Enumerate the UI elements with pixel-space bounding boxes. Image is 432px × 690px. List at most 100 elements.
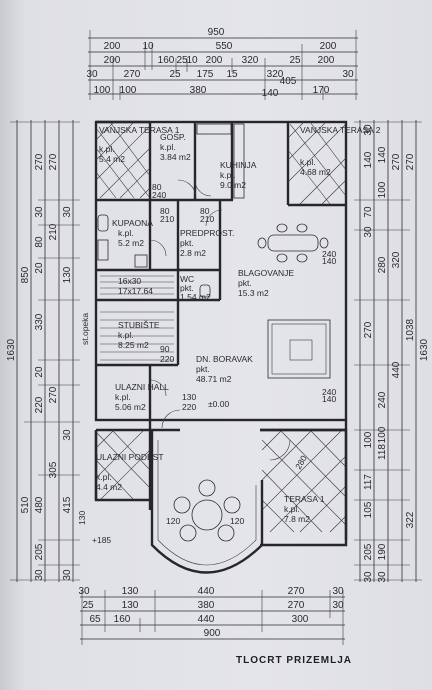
stair-treads	[100, 275, 174, 361]
dim-top-r6-1: 100	[94, 85, 111, 96]
dim-right-i3: 440	[391, 361, 402, 378]
door-swings	[149, 179, 291, 461]
dim-left-i6: 20	[34, 366, 45, 378]
dim-right-j8: 30	[363, 571, 374, 583]
dim-note-90: 90	[160, 344, 170, 354]
dim-top-r3-7: 25	[289, 55, 301, 66]
dim-top-r2-1: 200	[104, 41, 121, 52]
entry-landing-outline	[94, 430, 150, 502]
dim-top-r4-4: 175	[197, 69, 214, 80]
dim-bot-r2-5: 30	[332, 600, 344, 611]
dim-right-j7: 205	[363, 543, 374, 560]
dim-right-j5: 240	[377, 391, 388, 408]
dim-right-e7: 100	[377, 426, 388, 443]
dim-top-r4-7: 30	[342, 69, 354, 80]
stair-note-2: 17x17.64	[118, 286, 153, 296]
room-name-kupaona: KUPAONA	[112, 218, 153, 228]
room-area-label: k.pl.	[160, 142, 176, 152]
dim-note-80: 80	[160, 206, 170, 216]
dim-left-i9: 480	[34, 496, 45, 513]
dim-right-1038: 1038	[405, 318, 416, 341]
dim-note-80c: 80	[152, 182, 162, 192]
dining-table	[257, 223, 329, 263]
room-area-label: pkt.	[238, 278, 252, 288]
dim-top-r4-3: 25	[169, 69, 181, 80]
dim-right-e1: 30	[363, 124, 374, 136]
dim-note-220: 220	[182, 402, 196, 412]
dim-top-r6-4: 140	[262, 88, 279, 99]
left-dimension-chains: 1630 850 510 270 30 80 20 330 20 220 305…	[6, 120, 80, 582]
room-area-value: 5.2 m2	[118, 238, 144, 248]
dim-bot-900: 900	[204, 628, 221, 639]
room-area-label: pkt.	[180, 238, 194, 248]
dim-bot-r3-2: 160	[114, 614, 131, 625]
room-name-gosp: GOSP.	[160, 132, 186, 142]
dim-left-i3: 80	[34, 236, 45, 248]
dim-right-e3: 70	[363, 206, 374, 218]
dim-top-r3-8: 200	[318, 55, 335, 66]
dim-top-r3-3: 25	[176, 55, 188, 66]
dim-right-j1: 140	[377, 146, 388, 163]
dim-right-322: 322	[405, 511, 416, 528]
dim-note-280: 280	[293, 453, 309, 471]
dim-right-e5: 117	[363, 474, 374, 490]
dim-right-1630: 1630	[419, 338, 430, 361]
dim-bot-r2-3: 380	[198, 600, 215, 611]
dim-top-r3-2: 160	[158, 55, 175, 66]
level-185: +185	[92, 535, 111, 545]
room-area-value: 15.3 m2	[238, 288, 269, 298]
room-area-label: k.pl.	[220, 170, 236, 180]
room-name-vanjska-terasa-1: VANJSKA TERASA 1	[99, 125, 180, 135]
dim-left-j3: 210	[48, 223, 59, 240]
dim-bot-r3-4: 300	[292, 614, 309, 625]
room-area-label: k.pl.	[115, 392, 131, 402]
dim-right-e2: 140	[363, 151, 374, 168]
dim-left-i8: 305	[48, 461, 59, 478]
dim-bot-r1-1: 30	[78, 586, 90, 597]
dim-right-i6: 190	[377, 543, 388, 560]
dim-left-j1: 270	[48, 153, 59, 170]
room-area-label: pkt.	[196, 364, 210, 374]
dim-right-i5: 118	[377, 444, 388, 460]
room-area-label: k.pl.	[118, 228, 134, 238]
dim-left-i1: 270	[34, 153, 45, 170]
room-name-stubiste: STUBIŠTE	[118, 320, 160, 330]
dim-note-240b: 240	[322, 387, 336, 397]
dim-top-r4-2: 270	[124, 69, 141, 80]
dim-top-r3-6: 320	[242, 55, 259, 66]
stair-note: 16x30	[118, 276, 141, 286]
terrace-hatching	[95, 121, 347, 533]
dim-note-220b: 220	[160, 354, 174, 364]
dim-left-i7: 220	[34, 396, 45, 413]
room-name-vanjska-terasa-2: VANJSKA TERASA 2	[300, 125, 381, 135]
dim-left-i11: 30	[34, 569, 45, 581]
dim-left-j6: 30	[62, 429, 73, 441]
dim-right-j4: 270	[363, 321, 374, 338]
dim-left-510: 510	[20, 496, 31, 513]
dim-bot-r2-4: 270	[288, 600, 305, 611]
room-labels: VANJSKA TERASA 1 k.pl. 5.4 m2 GOSP. k.pl…	[96, 125, 381, 524]
drawing-title: TLOCRT PRIZEMLJA	[236, 655, 352, 666]
room-area-value: 2.8 m2	[180, 248, 206, 258]
dim-note-210b: 210	[200, 214, 214, 224]
dim-top-r2-2: 10	[142, 41, 154, 52]
dim-top-r2-3: 550	[216, 41, 233, 52]
dim-bot-r3-3: 440	[198, 614, 215, 625]
room-area-value: 7.8 m2	[284, 514, 310, 524]
dim-right-j2: 100	[377, 181, 388, 198]
room-area-value: 8.25 m2	[118, 340, 149, 350]
dim-note-120: 120	[166, 516, 180, 526]
bottom-dimension-chains: 30 130 440 270 30 25 130 380 270 30 65 1…	[78, 586, 345, 645]
dim-right-j6: 100	[363, 431, 374, 448]
room-name-dn-boravak: DN. BORAVAK	[196, 354, 253, 364]
dim-top-r3-1: 200	[104, 55, 121, 66]
room-area-value: 4.4 m2	[96, 482, 122, 492]
kitchen-counters	[196, 123, 245, 199]
dim-right-i4: 270	[391, 153, 402, 170]
dim-right-j3: 280	[377, 256, 388, 273]
dim-note-130: 130	[182, 392, 196, 402]
dim-top-r3-4: 10	[186, 55, 198, 66]
dim-top-r6-2: 100	[120, 85, 137, 96]
room-area-value: 9.0 m2	[220, 180, 246, 190]
